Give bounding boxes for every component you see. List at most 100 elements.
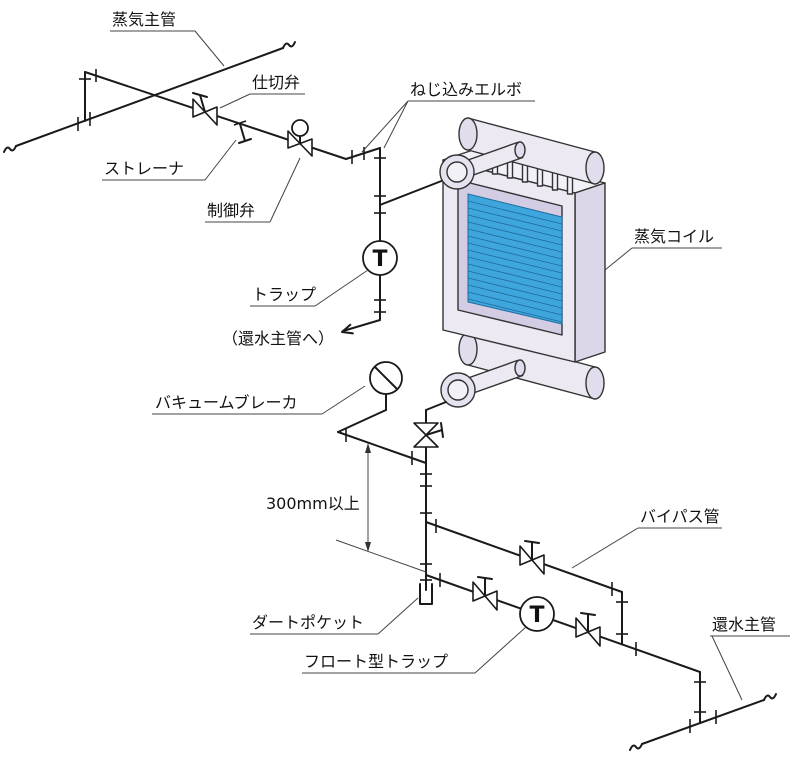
leader-line bbox=[321, 385, 366, 415]
steam-main-pipe bbox=[15, 47, 284, 147]
outlet-flange-face bbox=[447, 379, 469, 401]
label-to-return-main: （還水主管へ） bbox=[222, 329, 334, 348]
valve-stem bbox=[425, 429, 443, 436]
fin-line bbox=[467, 298, 563, 323]
leader-line bbox=[314, 269, 369, 307]
coil-outlet bbox=[440, 359, 526, 408]
valve-handle bbox=[524, 540, 540, 544]
label-dirt-pocket: ダートポケット bbox=[252, 613, 364, 632]
fin-line bbox=[467, 200, 563, 225]
labels: 蒸気主管 仕切弁 ねじ込みエルボ ストレーナ 制御弁 蒸気コイル トラップ （還… bbox=[102, 10, 790, 701]
flow-arrow-icon bbox=[341, 323, 354, 335]
steam-main bbox=[3, 41, 296, 153]
fin-line bbox=[467, 214, 563, 239]
label-steam-coil: 蒸気コイル bbox=[634, 227, 714, 246]
leader-line bbox=[383, 100, 409, 149]
steam-supply-branch: T bbox=[79, 69, 445, 335]
valve-handle bbox=[440, 422, 444, 438]
leader-line bbox=[219, 93, 251, 109]
label-gate-valve: 仕切弁 bbox=[252, 73, 300, 92]
bypass bbox=[425, 519, 628, 645]
fin-line bbox=[467, 270, 563, 295]
float-trap: T bbox=[519, 596, 555, 632]
label-screwed-elbow: ねじ込みエルボ bbox=[410, 80, 522, 99]
bypass-valve bbox=[519, 540, 545, 575]
strainer bbox=[233, 120, 252, 144]
height-dimension bbox=[335, 443, 427, 573]
outlet-valve bbox=[413, 422, 444, 448]
fin-line bbox=[467, 263, 563, 288]
label-control-valve: 制御弁 bbox=[207, 201, 255, 220]
inlet-stub-end bbox=[514, 141, 526, 159]
inlet-flange-face bbox=[446, 161, 468, 183]
vacuum-breaker bbox=[369, 361, 403, 411]
leader-line bbox=[604, 247, 633, 271]
valve-stem bbox=[199, 94, 206, 113]
strainer-body bbox=[239, 123, 246, 142]
to-return-pipe bbox=[342, 319, 381, 332]
leader-line bbox=[361, 100, 409, 153]
label-trap: トラップ bbox=[252, 285, 316, 304]
label-bypass-pipe: バイパス管 bbox=[640, 507, 720, 526]
return-main bbox=[629, 693, 777, 751]
control-valve bbox=[287, 119, 313, 157]
coil-supply-pipe bbox=[379, 179, 445, 206]
gate-valve bbox=[192, 92, 218, 126]
trap-line: T bbox=[425, 573, 706, 683]
trap: T bbox=[362, 240, 398, 276]
dimension-arrow-up bbox=[365, 443, 371, 453]
outlet-valve-icon bbox=[413, 422, 439, 448]
trap-outlet-valve-icon bbox=[575, 617, 601, 647]
coil-tube bbox=[551, 171, 559, 191]
valve-handle bbox=[192, 92, 208, 98]
label-float-trap: フロート型トラップ bbox=[304, 652, 448, 671]
fin-line bbox=[467, 291, 563, 316]
fin-line bbox=[467, 207, 563, 232]
label-return-main: 還水主管 bbox=[712, 615, 776, 634]
outlet-pipe bbox=[425, 401, 447, 411]
trap-inlet-valve-icon bbox=[472, 581, 498, 611]
leader-line bbox=[474, 626, 527, 674]
dimension-extension-line bbox=[335, 539, 427, 573]
dirt-pocket bbox=[419, 583, 433, 605]
steam-coil bbox=[439, 117, 606, 408]
dimension-arrow-down bbox=[365, 542, 371, 552]
coil-fins bbox=[467, 193, 563, 325]
leader-line bbox=[377, 597, 419, 635]
coil-tube bbox=[566, 175, 574, 195]
condensate-piping: T bbox=[335, 361, 706, 724]
fin-line bbox=[467, 242, 563, 267]
trap-outlet-valve bbox=[575, 612, 601, 647]
trap-inlet-valve bbox=[472, 576, 498, 611]
return-main-pipe bbox=[641, 699, 765, 745]
pipe-break-mark bbox=[282, 41, 296, 49]
breaker-slash bbox=[374, 366, 398, 390]
fin-line bbox=[467, 256, 563, 281]
leader-line bbox=[194, 30, 225, 67]
pipe-break-mark bbox=[629, 743, 643, 751]
fin-line bbox=[467, 228, 563, 253]
fin-line bbox=[467, 277, 563, 302]
frame-side-face bbox=[574, 182, 606, 363]
bypass-valve-icon bbox=[519, 545, 545, 575]
pipe-break-mark bbox=[3, 145, 17, 153]
trap-line-pipe bbox=[425, 574, 701, 673]
header-end-cap bbox=[458, 117, 478, 151]
leader-line bbox=[269, 157, 301, 223]
valve-handle bbox=[580, 612, 596, 616]
strainer-tick bbox=[233, 120, 247, 126]
fin-line bbox=[467, 235, 563, 260]
trap-icon bbox=[362, 240, 398, 276]
label-strainer: ストレーナ bbox=[104, 159, 184, 178]
trap-mark: T bbox=[372, 247, 387, 272]
coil-inlet bbox=[439, 141, 526, 190]
fin-line bbox=[467, 249, 563, 274]
top-header bbox=[458, 117, 605, 185]
outlet-stub-end bbox=[514, 359, 526, 377]
coil-tube bbox=[521, 163, 529, 183]
float-trap-icon bbox=[519, 596, 555, 632]
header-end-cap bbox=[585, 366, 605, 400]
float-trap-mark: T bbox=[529, 603, 544, 628]
label-steam-main: 蒸気主管 bbox=[112, 10, 176, 29]
